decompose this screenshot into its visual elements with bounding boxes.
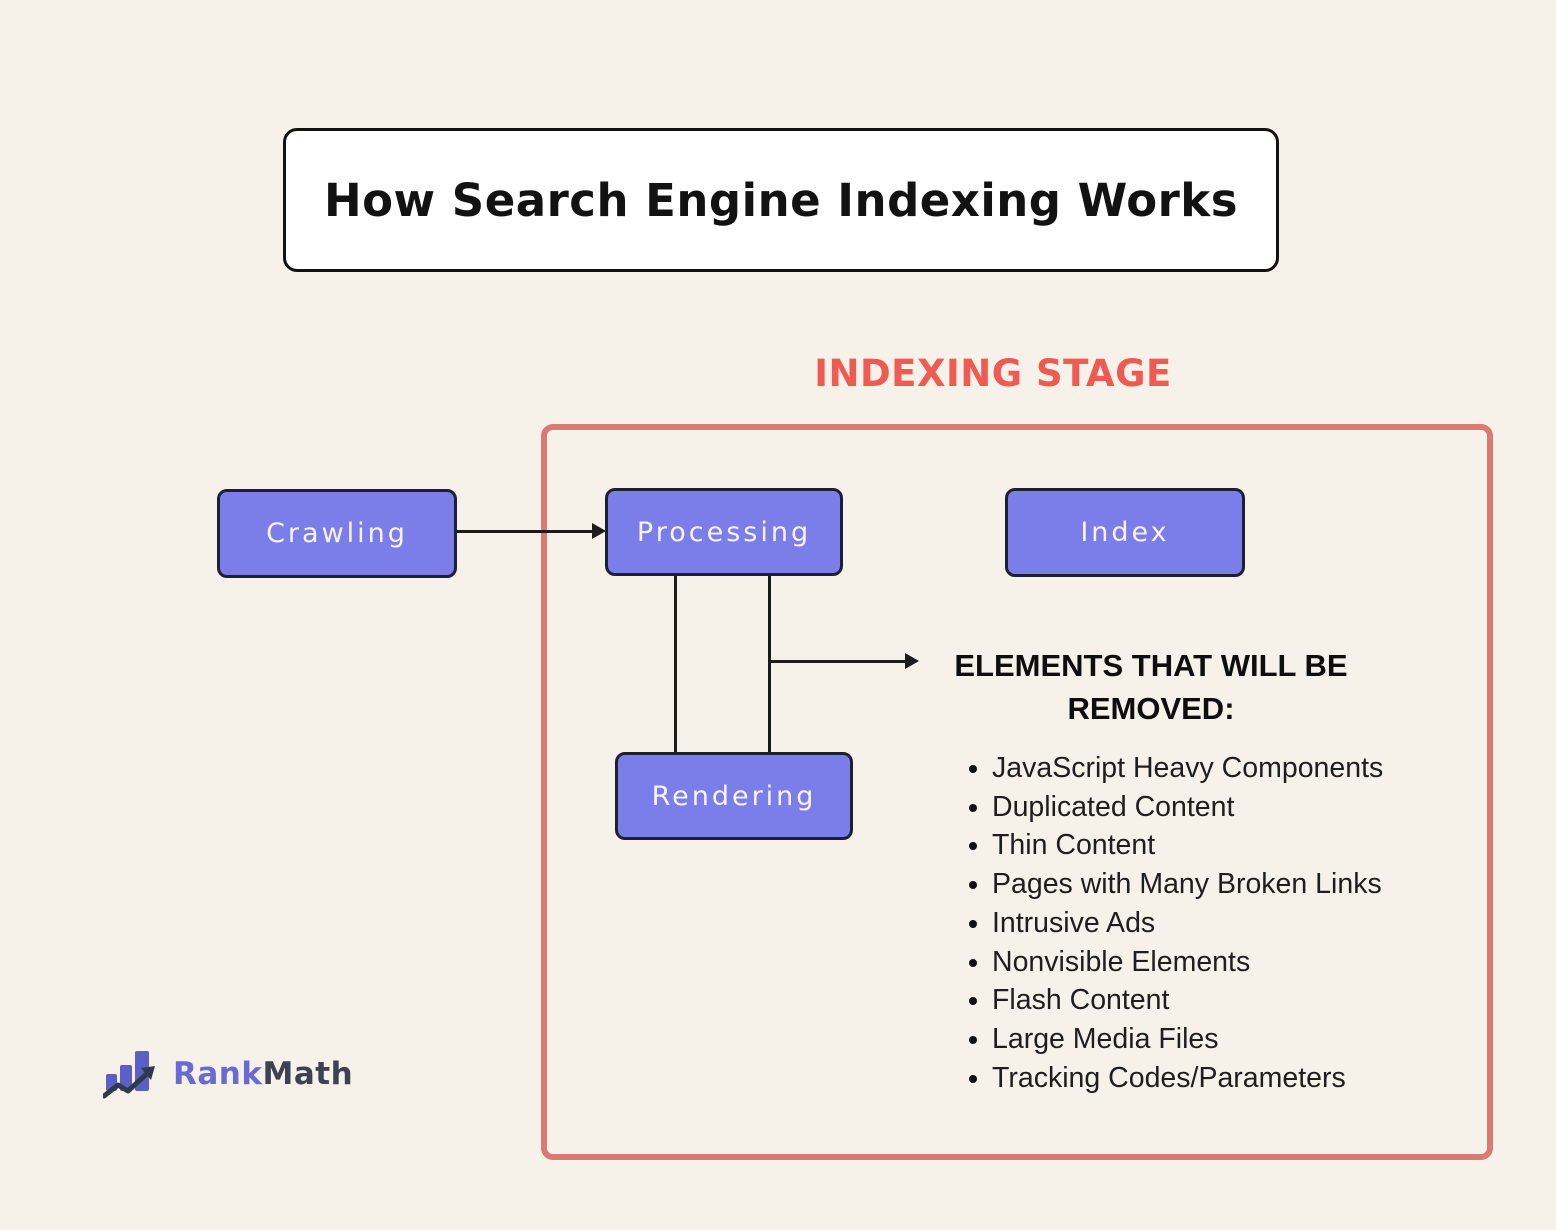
list-item: JavaScript Heavy Components (992, 749, 1428, 788)
rankmath-wordmark: RankMath (173, 1056, 353, 1092)
node-crawling: Crawling (217, 489, 457, 578)
arrowhead-processing (592, 523, 606, 539)
connector-processing-rendering-left (674, 576, 677, 752)
node-index: Index (1005, 488, 1245, 577)
indexing-stage-label: INDEXING STAGE (814, 352, 1172, 395)
node-processing-label: Processing (636, 516, 812, 548)
arrowhead-removed-list (905, 653, 919, 669)
connector-processing-rendering-right (768, 576, 771, 752)
title-box: How Search Engine Indexing Works (283, 128, 1279, 272)
node-index-label: Index (1080, 517, 1170, 548)
list-item: Thin Content (992, 826, 1428, 865)
list-item: Pages with Many Broken Links (992, 865, 1428, 904)
node-crawling-label: Crawling (266, 518, 408, 549)
list-item: Nonvisible Elements (992, 943, 1428, 982)
list-item: Tracking Codes/Parameters (992, 1059, 1428, 1098)
removed-elements-list: JavaScript Heavy Components Duplicated C… (958, 749, 1428, 1097)
node-processing: Processing (605, 488, 843, 576)
brand-name-math: Math (262, 1056, 354, 1092)
connector-branch-to-removed-list (769, 660, 907, 663)
indexing-stage-container (541, 424, 1493, 1160)
node-rendering: Rendering (615, 752, 853, 840)
rankmath-logo: RankMath (103, 1046, 353, 1102)
connector-crawling-to-processing (457, 530, 594, 533)
page-title: How Search Engine Indexing Works (323, 173, 1239, 227)
list-item: Duplicated Content (992, 788, 1428, 827)
removed-heading-line1: ELEMENTS THAT WILL BE (954, 648, 1348, 683)
removed-heading-line2: REMOVED: (1067, 691, 1235, 726)
list-item: Flash Content (992, 981, 1428, 1020)
node-rendering-label: Rendering (651, 780, 817, 812)
brand-name-rank: Rank (173, 1056, 263, 1092)
rankmath-bar-chart-icon (103, 1051, 155, 1099)
removed-elements-heading: ELEMENTS THAT WILL BE REMOVED: (951, 644, 1351, 730)
list-item: Large Media Files (992, 1020, 1428, 1059)
list-item: Intrusive Ads (992, 904, 1428, 943)
